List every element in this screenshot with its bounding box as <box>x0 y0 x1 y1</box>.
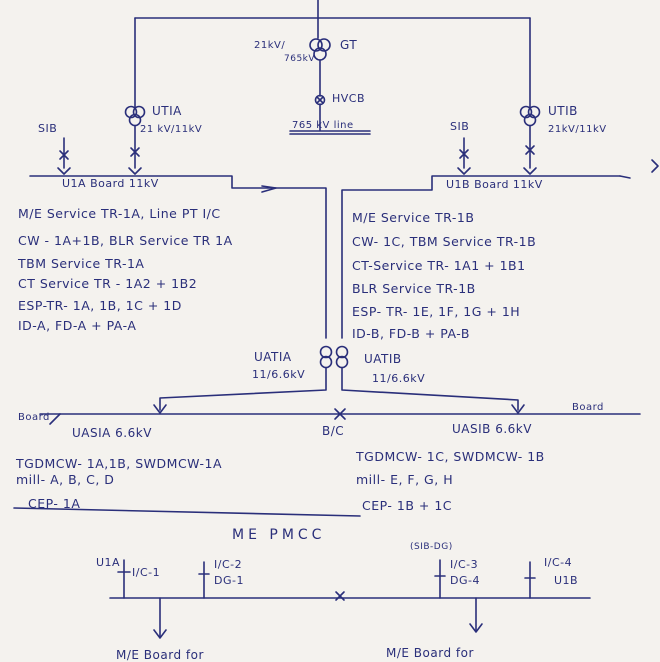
uatib-label: UATIB <box>364 352 402 366</box>
hvcb-label: HVCB <box>332 92 366 105</box>
utia-breaker-x <box>130 147 140 157</box>
incomer-2-label: I/C-2 <box>214 558 243 571</box>
u1b-load-item: CW- 1C, TBM Service TR-1B <box>352 234 537 249</box>
uatia-transformer-symbol <box>319 345 333 369</box>
hvcb-breaker-symbol <box>314 94 326 106</box>
uasia-board-label: UASIA 6.6kV <box>72 426 152 440</box>
uatib-feeder <box>341 367 519 411</box>
uasib-load-item: CEP- 1B + 1C <box>362 498 453 513</box>
u1a-load-item: M/E Service TR-1A, Line PT I/C <box>18 206 221 221</box>
utia-label: UTIA <box>152 104 182 118</box>
u1b-board-label: U1B Board 11kV <box>446 178 543 191</box>
bus-coupler-x <box>334 408 346 420</box>
pmcc-bus-coupler-x <box>335 591 345 601</box>
u1b-load-item: M/E Service TR-1B <box>352 210 475 225</box>
uatib-transformer-symbol <box>335 345 349 369</box>
incomer-3-label: I/C-3 <box>450 558 479 571</box>
u1a-board-bus <box>29 175 327 339</box>
uasib-load-item: mill- E, F, G, H <box>356 472 454 487</box>
uasib-board-label: UASIB 6.6kV <box>452 422 532 436</box>
bus-coupler-label: B/C <box>322 424 345 438</box>
bottom-left-label: M/E Board for <box>116 648 204 662</box>
u1b-load-item: CT-Service TR- 1A1 + 1B1 <box>352 258 526 273</box>
uasia-load-item: TGDMCW- 1A,1B, SWDMCW-1A <box>16 456 223 471</box>
u1b-load-item: ESP- TR- 1E, 1F, 1G + 1H <box>352 304 521 319</box>
utib-arrow <box>523 167 537 175</box>
gt-label: GT <box>340 38 358 52</box>
u1b-load-item: BLR Service TR-1B <box>352 281 476 296</box>
bottom-right-label: M/E Board for <box>386 646 474 660</box>
incomer-u1a-label: U1A <box>96 556 121 569</box>
utia-arrow <box>128 167 142 175</box>
uatib-ratio: 11/6.6kV <box>372 372 426 385</box>
uatia-ratio: 11/6.6kV <box>252 368 306 381</box>
utib-breaker-x <box>525 145 535 155</box>
uasia-load-item: mill- A, B, C, D <box>16 472 115 487</box>
sib-dg-label: (SIB-DG) <box>410 542 453 552</box>
u1a-load-item: ESP-TR- 1A, 1B, 1C + 1D <box>18 298 182 313</box>
utia-transformer-symbol <box>124 105 146 127</box>
utib-ratio: 21kV/11kV <box>548 124 607 135</box>
line-765kv-bus <box>289 130 371 135</box>
line-765kv-label: 765 kV line <box>292 120 354 131</box>
utib-label: UTIB <box>548 104 578 118</box>
u1a-load-item: ID-A, FD-A + PA-A <box>18 318 137 333</box>
sib-left-label: SIB <box>38 122 58 135</box>
u1a-board-label: U1A Board 11kV <box>62 177 159 190</box>
u1a-load-item: CW - 1A+1B, BLR Service TR 1A <box>18 233 233 248</box>
uatia-label: UATIA <box>254 350 292 364</box>
sib-right-label: SIB <box>450 120 470 133</box>
incomer-u1b-label: U1B <box>554 574 579 587</box>
pmcc-title: ME PMCC <box>232 527 326 543</box>
uatia-feeder <box>159 367 327 411</box>
u1a-load-item: CT Service TR - 1A2 + 1B2 <box>18 276 198 291</box>
dg4-label: DG-4 <box>450 574 480 587</box>
incomer-1-label: I/C-1 <box>132 566 161 579</box>
uasia-load-item: CEP- 1A <box>28 496 81 511</box>
incomer-4-label: I/C-4 <box>544 556 573 569</box>
utib-transformer-symbol <box>519 105 541 127</box>
gt-ratio-2: 765kV <box>284 54 316 64</box>
u1b-board-bus <box>341 175 621 339</box>
u1b-load-item: ID-B, FD-B + PA-B <box>352 326 470 341</box>
board-right-label: Board <box>572 402 604 413</box>
u1a-load-item: TBM Service TR-1A <box>18 256 145 271</box>
board-left-label: Board <box>18 412 50 423</box>
utia-ratio: 21 kV/11kV <box>140 124 203 135</box>
uasib-load-item: TGDMCW- 1C, SWDMCW- 1B <box>356 449 545 464</box>
dg1-label: DG-1 <box>214 574 244 587</box>
separator-line <box>13 507 361 517</box>
gt-ratio-1: 21kV/ <box>254 40 286 51</box>
